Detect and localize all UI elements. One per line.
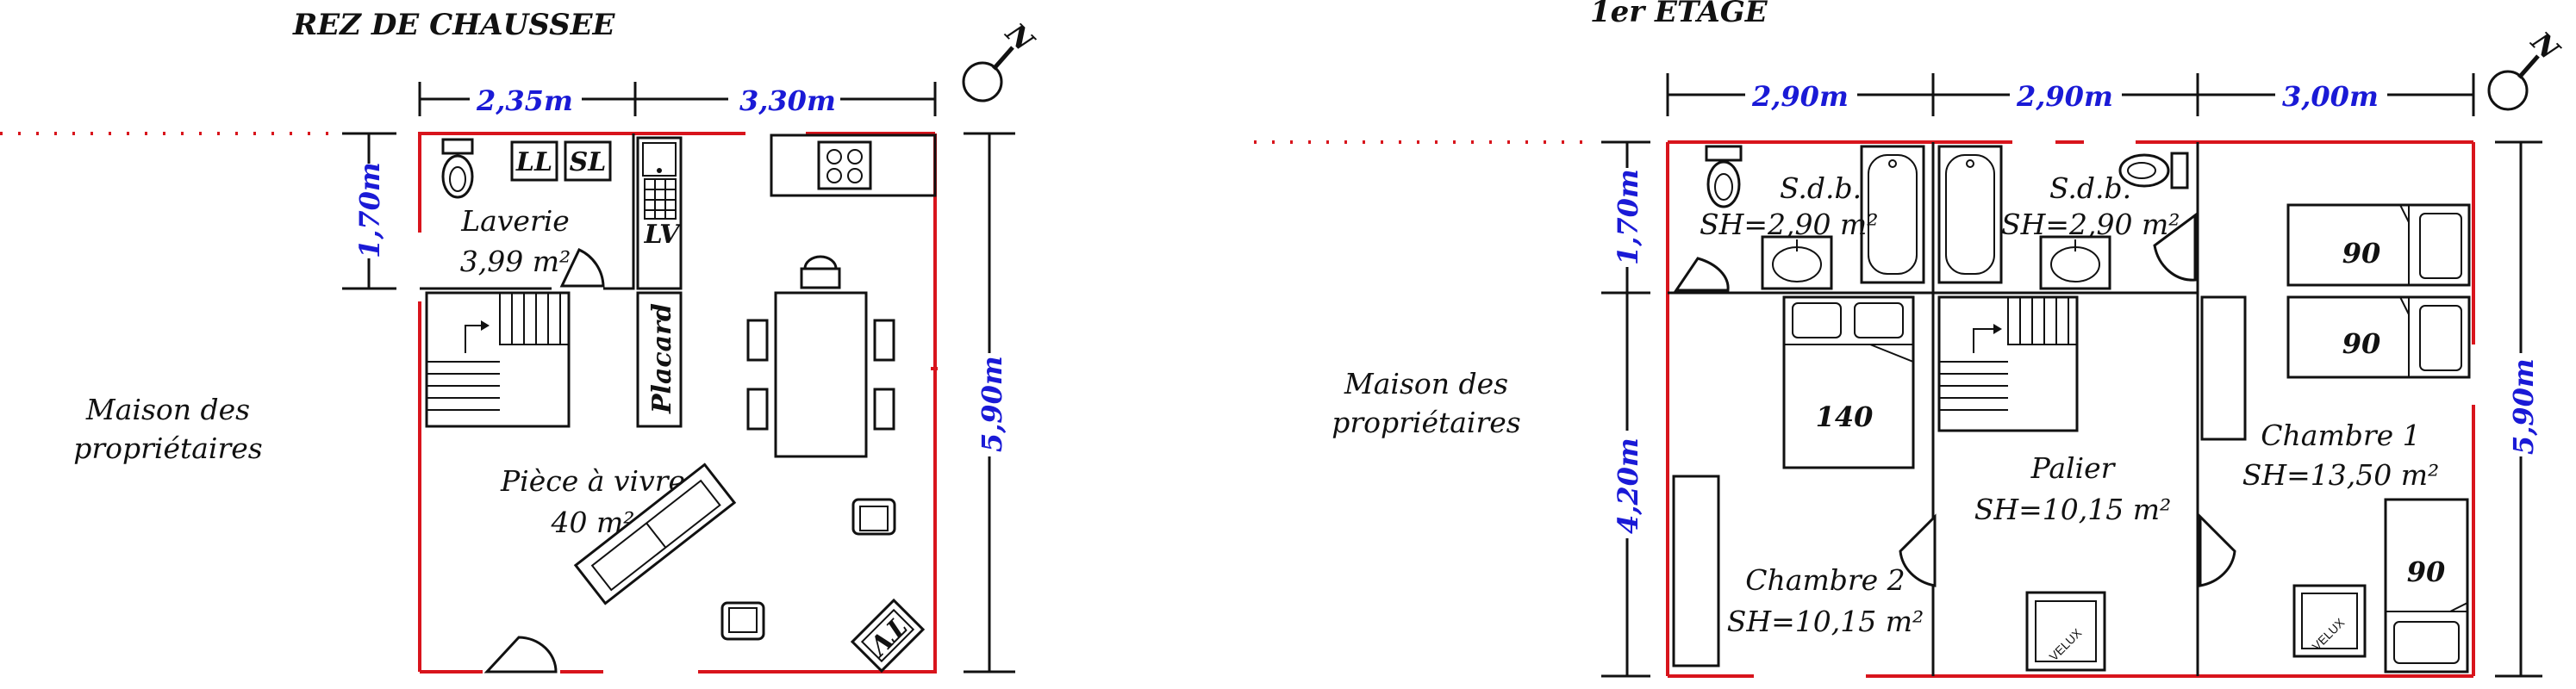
- sofa-icon: [573, 462, 737, 605]
- single-bed-90-a: 90: [2286, 203, 2471, 287]
- bedroom-1-wardrobe: [2200, 295, 2247, 441]
- bathtub-icon-right: [1937, 145, 2003, 284]
- bedroom2-label: Chambre 2: [1745, 563, 1905, 597]
- landing-label: Palier: [2030, 451, 2117, 485]
- double-bed-140: 140: [1782, 295, 1915, 469]
- north-label: N: [999, 16, 1041, 59]
- first-dim-height-total: 5,90m: [2507, 358, 2540, 455]
- bed-140-label: 140: [1816, 400, 1874, 433]
- ground-exterior-walls: [418, 132, 938, 673]
- dryer-label: SL: [570, 147, 607, 177]
- first-dim-height-top: 1,70m: [1612, 169, 1644, 265]
- cooktop-icon: [770, 133, 937, 197]
- right-bath-area: SH=2,90 m²: [2001, 208, 2180, 241]
- dishwasher-label: LV: [644, 220, 683, 250]
- left-bath-door-swing: [1674, 257, 1730, 292]
- left-bath-label: S.d.b.: [1780, 171, 1862, 205]
- ground-staircase: [425, 291, 571, 428]
- armchair-right-icon: [851, 498, 896, 536]
- washing-machine-label: LL: [515, 147, 552, 177]
- closet: Placard: [636, 291, 683, 428]
- first-owners-house-line2: propriétaires: [1332, 406, 1520, 439]
- ground-width-dimension: [418, 82, 937, 116]
- first-staircase: [1937, 295, 2079, 432]
- north-label-2: N: [2524, 25, 2567, 67]
- left-bath-area: SH=2,90 m²: [1700, 208, 1879, 241]
- tv-icon: TV: [850, 598, 926, 673]
- bed-90-c-label: 90: [2407, 556, 2446, 588]
- ground-dim-height-total: 5,90m: [976, 356, 1008, 452]
- landing-area: SH=10,15 m²: [1974, 493, 2172, 526]
- laundry-door-swing: [559, 248, 605, 288]
- velux-label-right: VELUX: [2310, 615, 2348, 653]
- first-left-height-dimension: [1601, 140, 1650, 678]
- ground-dim-width-right: 3,30m: [739, 84, 836, 117]
- bedroom-2-wardrobe: [1672, 475, 1720, 667]
- laundry-area: 3,99 m²: [460, 245, 571, 278]
- entrance-door-swing: [483, 636, 558, 673]
- bed-90-a-label: 90: [2342, 237, 2381, 270]
- right-bath-label: S.d.b.: [2049, 171, 2131, 205]
- right-bath-door-swing: [2153, 213, 2197, 282]
- toilet-icon: [441, 138, 474, 199]
- bedroom1-area: SH=13,50 m²: [2242, 458, 2440, 492]
- first-dim-width-2: 2,90m: [2016, 80, 2113, 113]
- right-bathroom: S.d.b. SH=2,90 m²: [1937, 145, 2197, 290]
- bedroom1-door-swing: [2199, 513, 2236, 587]
- ground-floor-title: REZ DE CHAUSSEE: [292, 8, 616, 42]
- bedroom2-area: SH=10,15 m²: [1727, 605, 1924, 638]
- ground-left-height-dimension: [342, 132, 396, 290]
- first-width-dimension: [1666, 73, 2475, 116]
- dining-table: [746, 255, 895, 458]
- ground-owners-house-line1: Maison des: [85, 393, 250, 426]
- velux-window-left: VELUX: [2025, 591, 2106, 672]
- single-bed-90-c: 90: [2384, 498, 2469, 673]
- left-bathroom: S.d.b. SH=2,90 m²: [1674, 145, 1925, 292]
- single-bed-90-b: 90: [2286, 295, 2471, 379]
- toilet-icon-3: [2118, 152, 2189, 189]
- north-compass-icon-2: N: [2487, 25, 2567, 111]
- ground-owners-house-line2: propriétaires: [73, 431, 262, 465]
- first-dim-width-3: 3,00m: [2282, 80, 2379, 113]
- ground-floor-plan: REZ DE CHAUSSEE N 2,35m 3,30m 1,70m: [0, 8, 1041, 673]
- living-room-label: Pièce à vivre: [500, 464, 685, 498]
- ground-right-height-dimension: [964, 132, 1015, 673]
- first-floor-title: 1er ETAGE: [1590, 0, 1768, 29]
- bedroom2-door-swing: [1899, 513, 1937, 587]
- bedroom1-label: Chambre 1: [2261, 419, 2420, 452]
- washbasin-icon-left: [1761, 235, 1833, 290]
- washbasin-icon-right: [2039, 235, 2111, 290]
- laundry-room: LL SL Laverie 3,99 m²: [420, 133, 635, 290]
- ground-dim-height-top: 1,70m: [353, 162, 386, 258]
- ground-dim-width-left: 2,35m: [476, 84, 573, 117]
- first-exterior-walls: [1666, 140, 2475, 678]
- first-owners-house-line1: Maison des: [1344, 367, 1508, 400]
- kitchen-sink-unit: LV: [636, 136, 683, 290]
- laundry-label: Laverie: [460, 204, 570, 238]
- velux-label-left: VELUX: [2047, 625, 2085, 663]
- first-dim-width-1: 2,90m: [1751, 80, 1849, 113]
- toilet-icon-2: [1705, 145, 1743, 208]
- armchair-bottom-icon: [720, 601, 765, 641]
- washing-machine-box: [510, 140, 558, 182]
- first-interior-walls: [1668, 142, 2199, 676]
- first-right-height-dimension: [2495, 140, 2542, 678]
- bed-90-b-label: 90: [2342, 327, 2381, 360]
- north-compass-icon: N: [962, 16, 1041, 102]
- first-floor-plan: 1er ETAGE N 2,90m 2,90m 3,00m: [1254, 0, 2567, 678]
- dryer-box: [564, 140, 612, 182]
- first-dim-height-bottom: 4,20m: [1612, 438, 1644, 534]
- bathtub-icon-left: [1860, 145, 1925, 284]
- velux-window-right: VELUX: [2292, 584, 2367, 658]
- closet-label: Placard: [647, 303, 677, 414]
